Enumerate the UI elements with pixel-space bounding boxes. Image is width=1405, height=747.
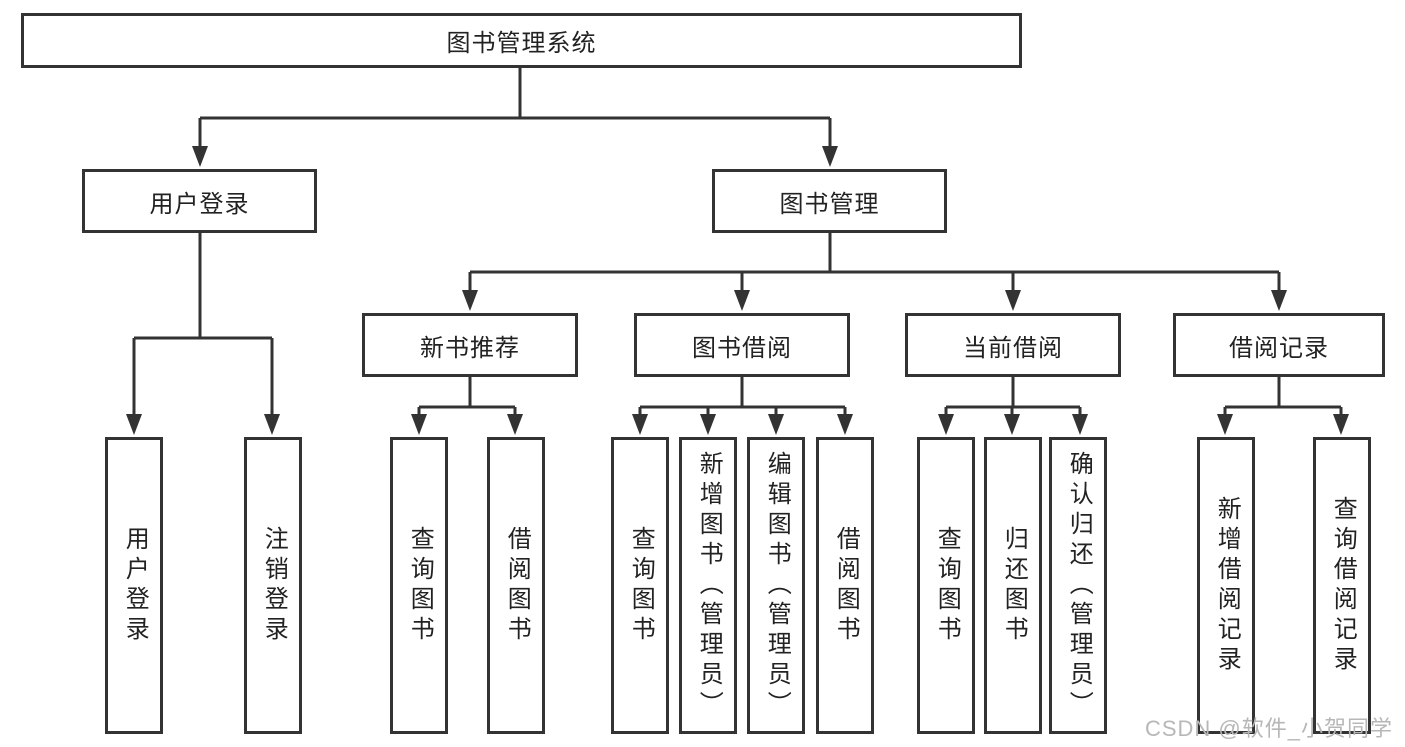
leaf-logout: 注销登录 <box>244 437 302 734</box>
leaf-add-book-admin: 新增图书（管理员） <box>679 437 737 734</box>
node-new-book-recommend: 新书推荐 <box>362 313 578 377</box>
node-book-borrow-label: 图书借阅 <box>692 334 792 362</box>
leaf-user-login-label: 用户登录 <box>121 525 149 646</box>
node-current-borrow: 当前借阅 <box>905 313 1121 377</box>
leaf-borrow-books-recommend-label: 借阅图书 <box>503 525 531 646</box>
csdn-watermark: CSDN @软件_小贺同学 <box>1144 716 1393 741</box>
leaf-query-books-recommend-label: 查询图书 <box>406 525 434 646</box>
leaf-add-borrow-record-label: 新增借阅记录 <box>1213 495 1241 676</box>
node-borrow-records: 借阅记录 <box>1173 313 1385 377</box>
leaf-edit-book-admin-label: 编辑图书（管理员） <box>763 450 791 721</box>
node-borrow-records-label: 借阅记录 <box>1229 334 1329 362</box>
node-new-book-recommend-label: 新书推荐 <box>420 334 520 362</box>
leaf-logout-label: 注销登录 <box>260 525 288 646</box>
leaf-query-borrow-record: 查询借阅记录 <box>1313 437 1371 734</box>
leaf-confirm-return-admin: 确认归还（管理员） <box>1049 437 1107 734</box>
node-root-label: 图书管理系统 <box>446 30 597 57</box>
leaf-query-books-borrow: 查询图书 <box>611 437 669 734</box>
leaf-borrow-books-label: 借阅图书 <box>832 525 860 646</box>
node-current-borrow-label: 当前借阅 <box>963 334 1063 362</box>
leaf-query-books-current-label: 查询图书 <box>933 525 961 646</box>
leaf-add-borrow-record: 新增借阅记录 <box>1197 437 1255 734</box>
leaf-edit-book-admin: 编辑图书（管理员） <box>747 437 805 734</box>
node-user-login-label: 用户登录 <box>149 190 250 218</box>
leaf-query-books-current: 查询图书 <box>917 437 975 734</box>
leaf-confirm-return-admin-label: 确认归还（管理员） <box>1065 450 1093 721</box>
leaf-user-login: 用户登录 <box>105 437 163 734</box>
leaf-return-book: 归还图书 <box>984 437 1042 734</box>
node-root: 图书管理系统 <box>21 13 1022 68</box>
node-book-management-label: 图书管理 <box>779 190 880 218</box>
leaf-query-books-borrow-label: 查询图书 <box>627 525 655 646</box>
leaf-query-books-recommend: 查询图书 <box>390 437 448 734</box>
leaf-borrow-books: 借阅图书 <box>816 437 874 734</box>
node-book-management: 图书管理 <box>712 169 947 233</box>
arrowhead-icons <box>126 146 1349 435</box>
node-book-borrow: 图书借阅 <box>634 313 850 377</box>
node-user-login: 用户登录 <box>82 169 317 233</box>
leaf-borrow-books-recommend: 借阅图书 <box>487 437 545 734</box>
leaf-return-book-label: 归还图书 <box>1000 525 1028 646</box>
leaf-query-borrow-record-label: 查询借阅记录 <box>1329 495 1357 676</box>
leaf-add-book-admin-label: 新增图书（管理员） <box>695 450 723 721</box>
